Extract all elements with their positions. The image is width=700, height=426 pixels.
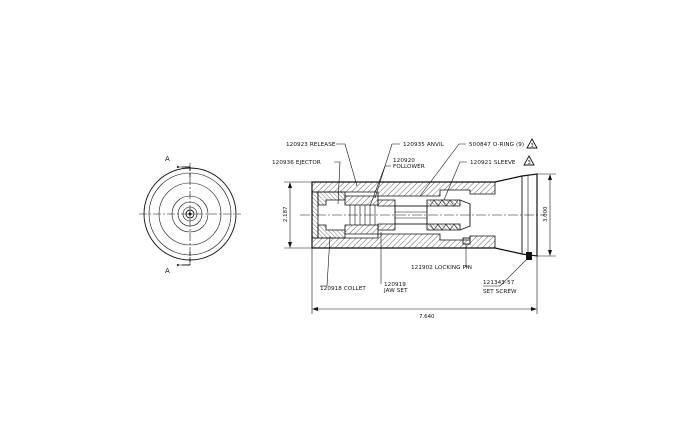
callout-follower-number: 120920 xyxy=(393,158,415,164)
callout-anvil: 120935 ANVIL xyxy=(403,142,445,148)
callout-oring: 500847 O-RING (9) xyxy=(469,142,524,148)
svg-text:3: 3 xyxy=(528,160,531,166)
callout-collet: 120918 COLLET xyxy=(320,286,366,292)
leader-lines xyxy=(320,143,529,287)
callout-set-screw-number: 121343-57 xyxy=(483,280,515,286)
section-mark-bottom: A xyxy=(165,267,170,275)
end-view xyxy=(139,163,241,267)
inner-diameter-dim: 2.187 xyxy=(283,207,289,222)
callout-jaw-set-number: 120919 xyxy=(384,282,406,288)
section-view xyxy=(300,173,545,260)
callout-set-screw-name: SET SCREW xyxy=(483,289,517,295)
callout-locking-pin: 121902 LOCKING PIN xyxy=(411,265,472,271)
callout-ejector: 120936 EJECTOR xyxy=(272,160,321,166)
overall-length-dim: 7.640 xyxy=(419,314,435,320)
callout-jaw-set-name: JAW SET xyxy=(383,288,408,294)
revision-triangle-oring: 3 xyxy=(526,138,538,149)
svg-text:3: 3 xyxy=(531,143,534,149)
callout-sleeve: 120921 SLEEVE xyxy=(470,160,516,166)
section-mark-top: A xyxy=(165,155,170,163)
outer-diameter-dim: 3.000 xyxy=(543,206,549,222)
dimension-lines xyxy=(284,173,556,314)
revision-triangle-sleeve: 3 xyxy=(523,155,535,166)
callout-release: 120923 RELEASE xyxy=(286,142,336,148)
callout-follower-name: FOLLOWER xyxy=(393,164,425,170)
